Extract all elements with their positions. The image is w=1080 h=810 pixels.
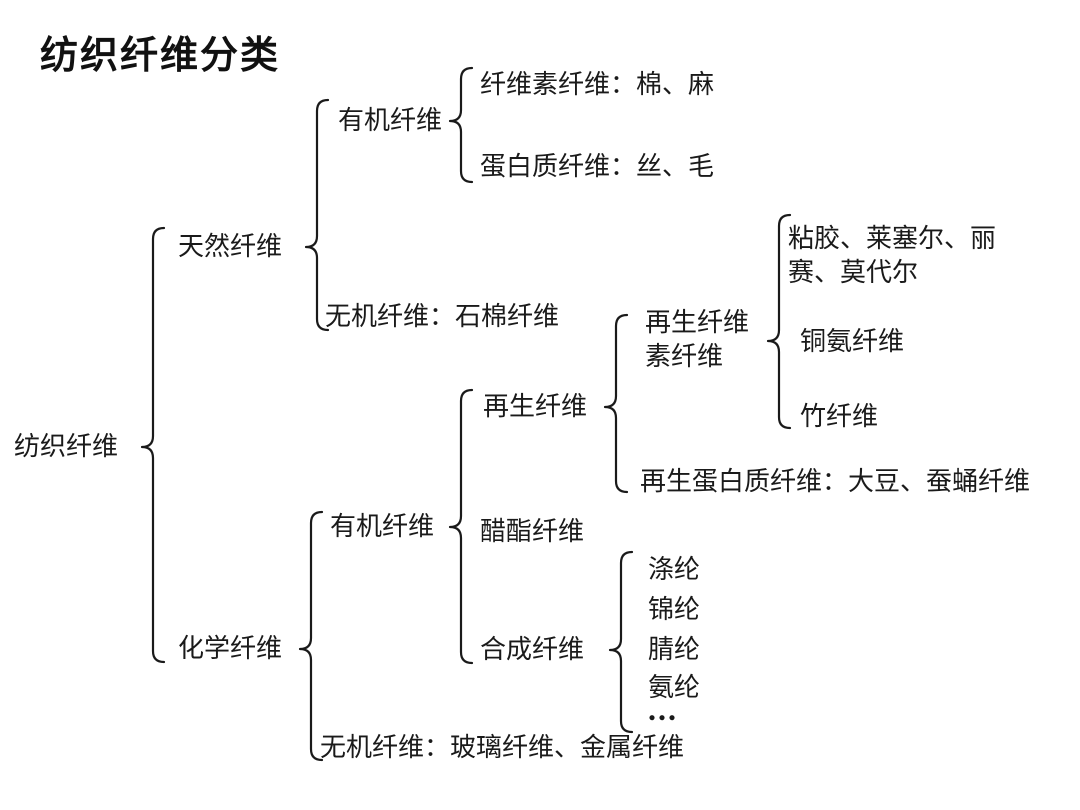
node-chemical-fiber: 化学纤维 [178, 634, 283, 663]
brace-chemical [298, 510, 324, 762]
node-acrylic: 腈纶 [648, 635, 701, 664]
node-regenerated-fiber: 再生纤维 [483, 392, 588, 421]
node-regenerated-cellulose-fiber: 再生纤维素纤维 [645, 308, 750, 371]
node-polyester: 涤纶 [648, 555, 701, 584]
brace-natural [304, 98, 330, 332]
node-bamboo-fiber: 竹纤维 [800, 402, 879, 431]
node-acetate-fiber: 醋酯纤维 [480, 517, 585, 546]
brace-synthetic [608, 550, 634, 734]
node-protein-fiber: 蛋白质纤维：丝、毛 [480, 152, 715, 181]
brace-chemical-organic [448, 388, 474, 665]
brace-natural-organic [448, 66, 474, 184]
node-nylon: 锦纶 [648, 595, 701, 624]
node-root: 纺织纤维 [14, 432, 119, 461]
node-cellulose-fiber: 纤维素纤维：棉、麻 [480, 70, 715, 99]
node-regenerated-protein-fiber: 再生蛋白质纤维：大豆、蚕蛹纤维 [640, 467, 1031, 496]
node-ellipsis: ... [648, 691, 678, 727]
node-viscose-lyocell-richcel-modal: 粘胶、莱塞尔、丽赛、莫代尔 [788, 224, 997, 287]
node-synthetic-fiber: 合成纤维 [480, 635, 585, 664]
node-chemical-inorganic-fiber: 无机纤维：玻璃纤维、金属纤维 [320, 733, 685, 762]
node-spandex: 氨纶 [648, 673, 701, 702]
node-natural-organic-fiber: 有机纤维 [338, 106, 443, 135]
brace-root [140, 226, 166, 664]
node-cuprammonium-fiber: 铜氨纤维 [800, 327, 905, 356]
node-natural-fiber: 天然纤维 [178, 232, 283, 261]
node-chemical-organic-fiber: 有机纤维 [330, 512, 435, 541]
diagram-title: 纺织纤维分类 [40, 35, 281, 77]
brace-regenerated-cellulose [766, 213, 792, 430]
node-natural-inorganic-fiber: 无机纤维：石棉纤维 [325, 302, 560, 331]
brace-regenerated [603, 313, 629, 494]
